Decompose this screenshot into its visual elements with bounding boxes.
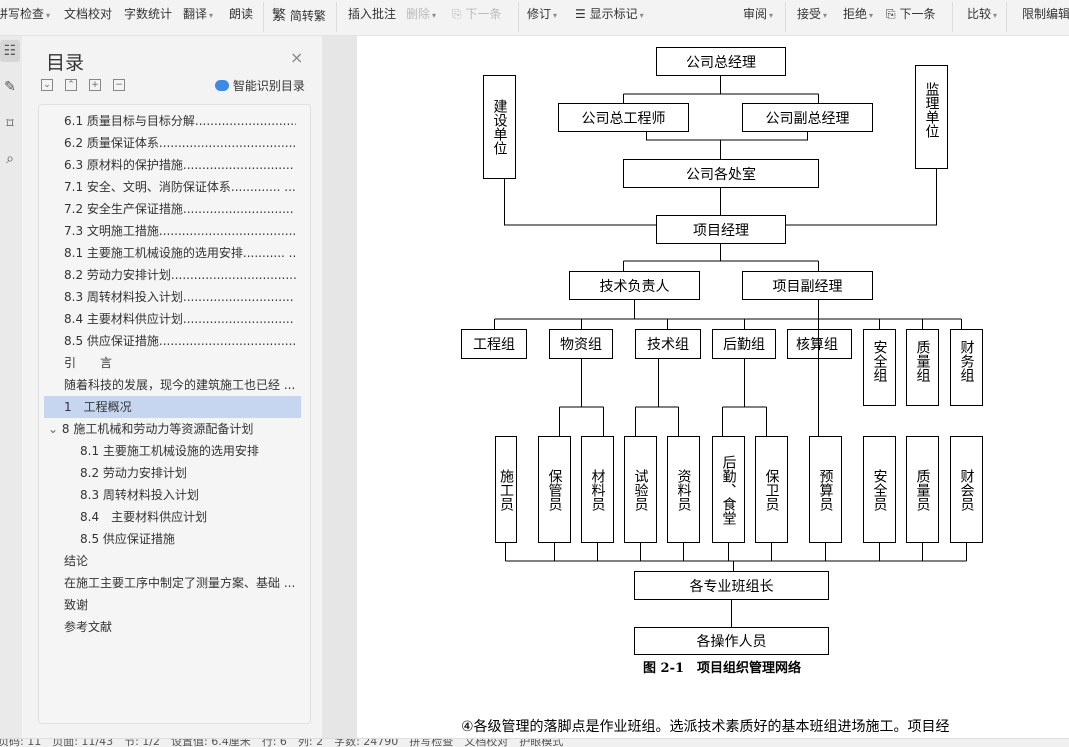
toc-item[interactable]: 引 言 [64, 356, 113, 370]
org-box-supervisor: 监理单位 [915, 65, 948, 169]
org-staff-box: 后勤、食堂 [712, 436, 745, 543]
show-markup-button[interactable]: ☰ 显示标记▾ [575, 7, 644, 21]
org-staff-box: 试验员 [624, 436, 657, 543]
org-box-team-leaders: 各专业班组长 [634, 571, 829, 600]
org-group: 工程组 [461, 329, 527, 359]
smart-icon [215, 80, 229, 91]
toc-item[interactable]: 6.1 质量目标与目标分解...........................… [64, 114, 296, 128]
expand-down-icon[interactable]: ⌄ [41, 79, 53, 91]
org-box-tech-lead: 技术负责人 [569, 271, 700, 300]
org-box-deputy-gm: 公司副总经理 [742, 103, 873, 132]
toc-item[interactable]: 8.4 主要材料供应计划............................… [64, 312, 296, 326]
spell-check-button[interactable]: 拼写检查▾ [0, 7, 51, 21]
toc-item[interactable]: 6.2 质量保证体系..............................… [64, 136, 296, 150]
accept-button[interactable]: 接受▾ [797, 7, 828, 21]
org-staff-box: 预算员 [809, 436, 842, 543]
org-box-client: 建设单位 [483, 75, 516, 179]
toc-item[interactable]: 致谢 [64, 598, 89, 612]
compare-button[interactable]: 比较▾ [967, 7, 998, 21]
toc-item[interactable]: 8.1 主要施工机械设施的选用安排........... ... [64, 246, 296, 260]
traditional-icon: 繁 [272, 8, 286, 24]
delete-comment-button[interactable]: 删除▾ [406, 7, 437, 21]
collapse-up-icon[interactable]: ⌃ [65, 79, 77, 91]
bookmark-icon[interactable]: ⌑ [6, 116, 14, 132]
org-box-pm: 项目经理 [656, 215, 786, 244]
smart-toc-button[interactable]: 智能识别目录 [215, 77, 305, 94]
org-group: 质量组 [906, 329, 939, 406]
chapter-icon[interactable]: ✎ [4, 79, 16, 95]
toc-item[interactable]: 8.5 供应保证措施 [80, 532, 175, 546]
toc-item[interactable]: 6.3 原材料的保护措施............................… [64, 158, 296, 172]
collapse-all-icon[interactable]: − [113, 79, 125, 91]
org-staff-box: 施工员 [495, 436, 517, 543]
search-icon[interactable]: ⌕ [6, 151, 14, 167]
org-box-operators: 各操作人员 [634, 627, 829, 655]
org-group: 后勤组 [712, 329, 776, 359]
chevron-down-icon[interactable]: ⌄ [48, 422, 62, 436]
toc-item-label: 8 施工机械和劳动力等资源配备计划 [61, 422, 254, 436]
org-staff-box: 财会员 [950, 436, 983, 543]
org-group: 安全组 [863, 329, 896, 406]
toc-item[interactable]: 8.2 劳动力安排计划 [80, 466, 187, 480]
org-box-deputy-pm: 项目副经理 [742, 271, 873, 300]
restrict-editing-button[interactable]: 限制编辑 [1022, 7, 1069, 21]
word-count-button[interactable]: 字数统计 [124, 7, 173, 21]
toc-item[interactable]: 参考文献 [64, 620, 113, 634]
toc-item[interactable]: 随着科技的发展，现今的建筑施工也已经 ... [64, 378, 296, 392]
doc-proofread-button[interactable]: 文档校对 [64, 7, 113, 21]
nav-icon-strip: ☷ ✎ ⌑ ⌕ [0, 36, 22, 738]
simplified-to-traditional-button[interactable]: 繁 简转繁 [272, 8, 326, 24]
next-icon: ⎘ [886, 7, 896, 21]
toc-item[interactable]: 7.1 安全、文明、消防保证体系............. ... [64, 180, 296, 194]
toc-item[interactable]: 8.5 供应保证措施..............................… [64, 334, 296, 348]
figure-caption: 图 2-1 项目组织管理网络 [643, 661, 802, 676]
reject-button[interactable]: 拒绝▾ [843, 7, 874, 21]
toc-item[interactable]: 7.3 文明施工措施..............................… [64, 224, 296, 238]
org-group: 核算组 [787, 329, 852, 359]
org-group: 技术组 [635, 329, 701, 359]
next-change-button[interactable]: ⎘ 下一条 [886, 7, 936, 21]
review-toolbar: 拼写检查▾ 文档校对 字数统计 翻译▾ 朗读 繁 简转繁 插入批注 删除▾ ⎘ … [0, 0, 1069, 36]
org-group: 物资组 [549, 329, 613, 359]
toc-item[interactable]: 8.3 周转材料投入计划 [80, 488, 199, 502]
toc-item[interactable]: 在施工主要工序中制定了测量方案、基础 ... [64, 576, 296, 590]
next-icon: ⎘ [452, 7, 462, 21]
org-box-chief-engineer: 公司总工程师 [558, 103, 689, 132]
toc-item[interactable]: 7.2 安全生产保证措施............................… [64, 202, 296, 216]
toc-icon[interactable]: ☷ [0, 40, 20, 62]
body-paragraph: ④各级管理的落脚点是作业班组。选派技术素质好的基本班组进场施工。项目经 [461, 719, 950, 735]
toc-item[interactable]: 8.2 劳动力安排计划.............................… [64, 268, 296, 282]
next-comment-button[interactable]: ⎘ 下一条 [452, 7, 502, 21]
review-button[interactable]: 审阅▾ [743, 7, 774, 21]
org-staff-box: 安全员 [863, 436, 896, 543]
toc-item[interactable]: 8.3 周转材料投入计划............................… [64, 290, 296, 304]
toc-item[interactable]: ⌄ 8 施工机械和劳动力等资源配备计划 [48, 418, 296, 440]
status-text: 页码: 11 页面: 11/43 节: 1/2 设置值: 6.4厘米 行: 6 … [0, 738, 564, 747]
read-aloud-button[interactable]: 朗读 [229, 7, 254, 21]
close-icon[interactable]: × [290, 48, 304, 67]
insert-comment-button[interactable]: 插入批注 [348, 7, 397, 21]
gutter [322, 36, 357, 738]
org-staff-box: 材料员 [581, 436, 614, 543]
expand-all-icon[interactable]: + [89, 79, 101, 91]
markup-icon: ☰ [575, 7, 586, 21]
toc-item[interactable]: 结论 [64, 554, 89, 568]
toc-title: 目录 [46, 52, 85, 74]
toc-item[interactable]: 8.1 主要施工机械设施的选用安排 [80, 444, 259, 458]
org-staff-box: 质量员 [906, 436, 939, 543]
org-staff-box: 保管员 [538, 436, 571, 543]
status-bar: 页码: 11 页面: 11/43 节: 1/2 设置值: 6.4厘米 行: 6 … [0, 738, 1069, 747]
org-group: 财务组 [950, 329, 983, 406]
toc-item[interactable]: 8.4 主要材料供应计划 [80, 510, 208, 524]
translate-button[interactable]: 翻译▾ [183, 7, 214, 21]
org-staff-box: 保卫员 [755, 436, 788, 543]
track-changes-button[interactable]: 修订▾ [527, 7, 558, 21]
org-box-top: 公司总经理 [656, 47, 786, 76]
org-staff-box: 资料员 [667, 436, 700, 543]
toc-item[interactable]: 1 工程概况 [44, 396, 301, 418]
org-box-departments: 公司各处室 [623, 159, 819, 188]
